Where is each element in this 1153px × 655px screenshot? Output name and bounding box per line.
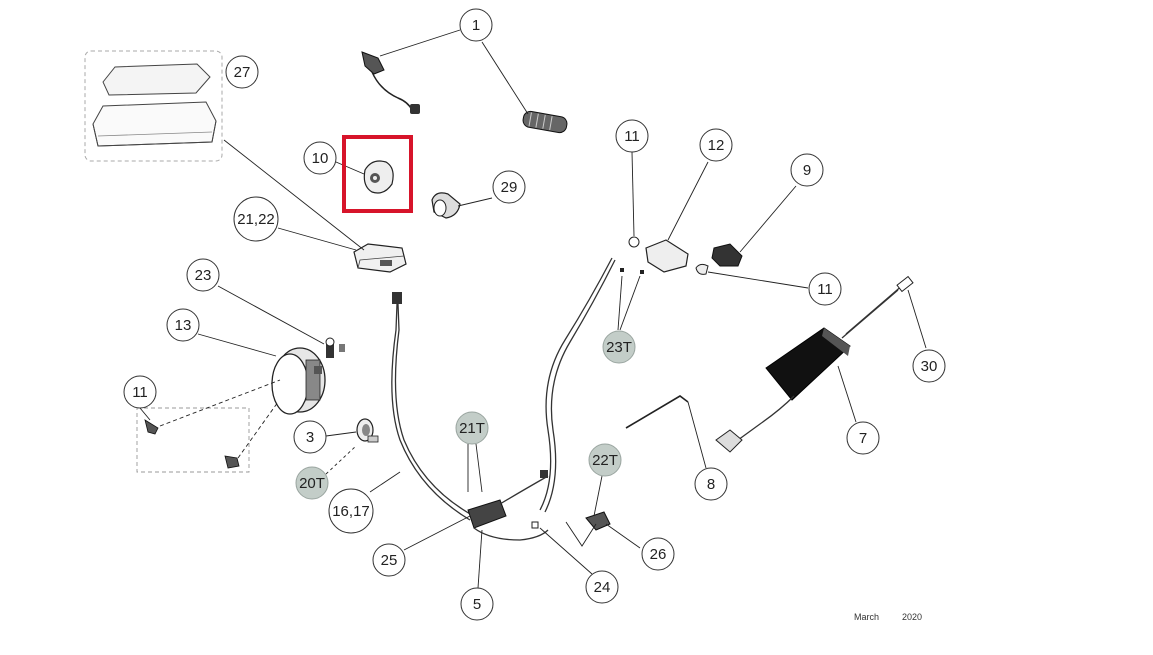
callout-20t: 20T	[295, 466, 329, 500]
part-8-rod	[625, 395, 689, 429]
callout-7-label: 7	[859, 430, 867, 447]
callout-16-17-label: 16,17	[332, 503, 370, 520]
callout-11-left-label: 11	[132, 384, 148, 401]
callout-24-label: 24	[594, 579, 611, 596]
callout-30-label: 30	[921, 358, 938, 375]
callout-26: 26	[641, 537, 675, 571]
callout-12-label: 12	[708, 137, 725, 154]
part-27-light-cover	[84, 50, 223, 162]
callout-23-label: 23	[195, 267, 212, 284]
callout-25: 25	[372, 543, 406, 577]
callout-8: 8	[694, 467, 728, 501]
callout-25-label: 25	[381, 552, 398, 569]
callout-13-label: 13	[175, 317, 192, 334]
callout-30: 30	[912, 349, 946, 383]
part-11-left-bolts	[136, 379, 281, 473]
callout-22t-label: 22T	[592, 452, 618, 469]
footer-month: March	[854, 612, 880, 622]
callout-21-22: 21,22	[233, 196, 279, 242]
callout-10-label: 10	[312, 150, 329, 167]
callout-11-left: 11	[123, 375, 157, 409]
wiring-harness	[391, 257, 616, 541]
callout-7: 7	[846, 421, 880, 455]
callout-9-label: 9	[803, 162, 811, 179]
callout-29: 29	[492, 170, 526, 204]
part-1-throttle-grip	[361, 51, 568, 134]
part-3-horn	[356, 418, 379, 443]
callout-8-label: 8	[707, 476, 715, 493]
highlight-box	[342, 135, 413, 213]
callout-5: 5	[460, 587, 494, 621]
part-9-switch	[695, 243, 743, 275]
leader-lines	[139, 29, 927, 589]
callout-23: 23	[186, 258, 220, 292]
callout-29-label: 29	[501, 179, 518, 196]
callout-13: 13	[166, 308, 200, 342]
footer-year: 2020	[902, 612, 923, 622]
callout-26-label: 26	[650, 546, 667, 563]
callout-21t: 21T	[455, 411, 489, 445]
callout-27: 27	[225, 55, 259, 89]
part-12-bracket	[620, 236, 689, 274]
callout-11-right-label: 11	[817, 281, 833, 298]
callout-3-label: 3	[306, 429, 314, 446]
callout-21-22-label: 21,22	[237, 211, 275, 228]
callout-10: 10	[303, 141, 337, 175]
part-10-switch	[363, 160, 394, 194]
part-23-bulb	[325, 337, 345, 358]
callout-9: 9	[790, 153, 824, 187]
callout-11-right: 11	[808, 272, 842, 306]
callout-23t-label: 23T	[606, 339, 632, 356]
callout-22t: 22T	[588, 443, 622, 477]
part-7-charger	[715, 275, 914, 453]
callout-24: 24	[585, 570, 619, 604]
callout-1: 1	[459, 8, 493, 42]
callout-3: 3	[293, 420, 327, 454]
part-29-clamp	[431, 192, 461, 219]
part-26-connector	[565, 511, 611, 547]
callout-16-17: 16,17	[328, 488, 374, 534]
callout-11-top: 11	[615, 119, 649, 153]
callout-27-label: 27	[234, 64, 251, 81]
part-13-headlight	[271, 347, 326, 415]
callout-21t-label: 21T	[459, 420, 485, 437]
callout-23t: 23T	[602, 330, 636, 364]
callout-12: 12	[699, 128, 733, 162]
callout-20t-label: 20T	[299, 475, 325, 492]
callout-5-label: 5	[473, 596, 481, 613]
callout-1-label: 1	[472, 17, 480, 34]
part-21-22-controller	[353, 243, 407, 273]
callout-11-top-label: 11	[624, 128, 640, 145]
